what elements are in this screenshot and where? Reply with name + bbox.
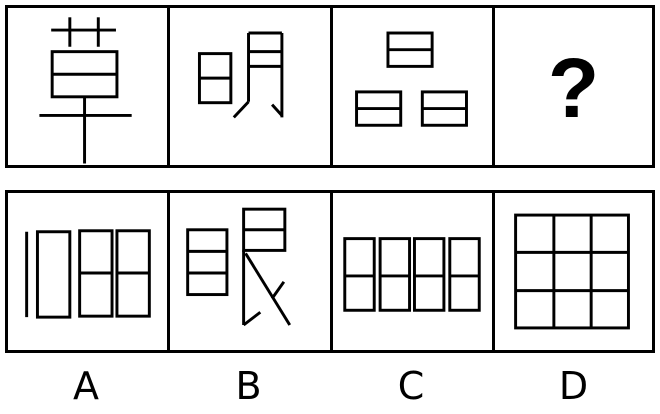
question-panel-2 — [170, 8, 333, 165]
option-b-yan-character-figure — [186, 207, 292, 327]
option-c-figure — [343, 237, 481, 312]
options-row — [5, 190, 655, 353]
option-label-b[interactable]: B — [235, 364, 262, 408]
option-panel-a[interactable] — [8, 193, 170, 350]
option-panel-d[interactable] — [495, 193, 652, 350]
option-a-figure — [25, 229, 151, 319]
option-d-grid-figure — [514, 213, 630, 330]
question-row: ? — [5, 5, 655, 168]
option-labels: A B C D — [5, 362, 655, 410]
cao-character-figure — [39, 17, 132, 164]
option-label-c[interactable]: C — [397, 364, 425, 408]
ming-character-figure — [197, 31, 284, 119]
option-label-d[interactable]: D — [558, 364, 589, 408]
question-panel-1 — [8, 8, 170, 165]
option-panel-c[interactable] — [333, 193, 495, 350]
question-panel-3 — [333, 8, 495, 165]
pin-three-boxes-figure — [355, 31, 468, 127]
question-mark: ? — [547, 41, 600, 135]
question-panel-4: ? — [495, 8, 652, 165]
option-label-a[interactable]: A — [73, 364, 99, 408]
option-panel-b[interactable] — [170, 193, 333, 350]
